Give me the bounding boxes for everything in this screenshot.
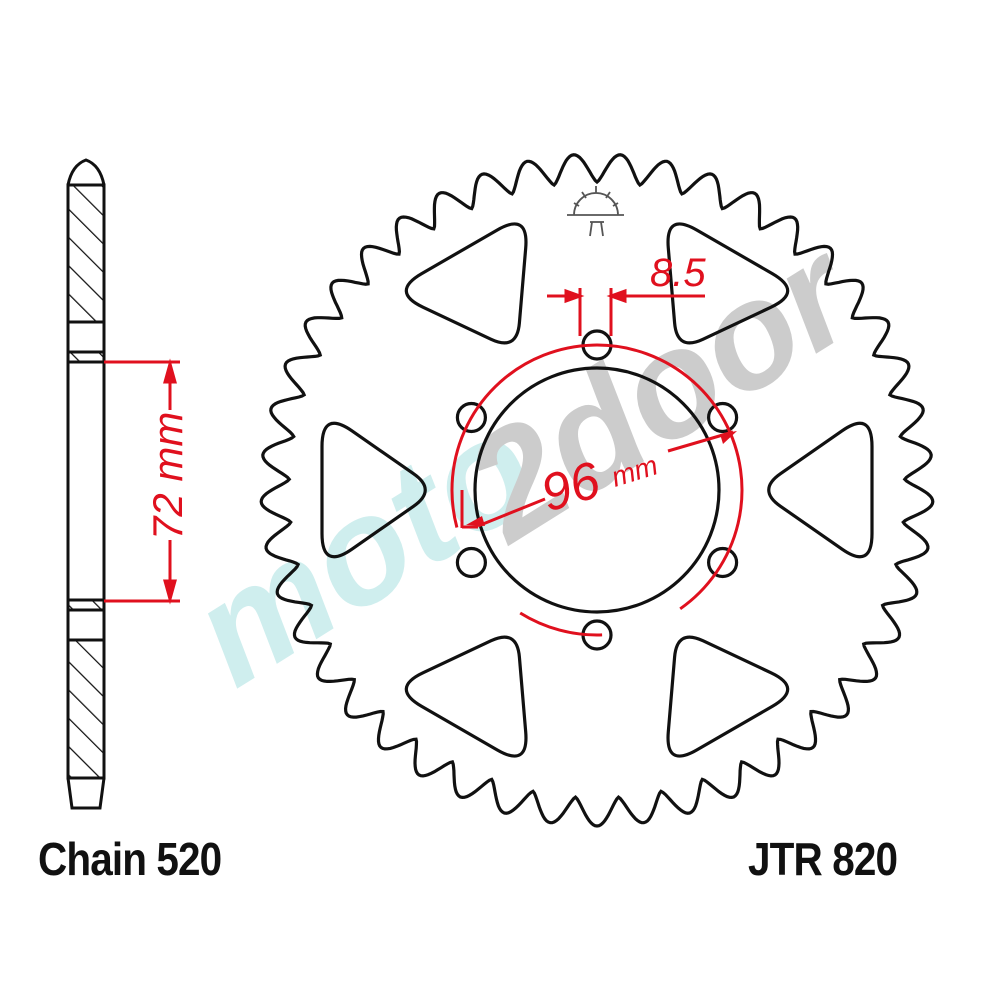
dimension-72mm-label: 72 mm (144, 412, 191, 540)
chain-size-label: Chain 520 (38, 833, 222, 885)
lightening-cutouts (320, 222, 874, 758)
sun-symbol-icon (567, 186, 624, 237)
sprocket-front-view (259, 153, 935, 828)
bolt-hole (455, 401, 487, 434)
lightening-cutout (767, 421, 874, 559)
bolt-hole (455, 546, 487, 579)
lightening-cutout (320, 421, 427, 559)
lightening-cutout (666, 635, 790, 758)
lightening-cutout (404, 222, 528, 345)
dimension-8-5-label: 8.5 (650, 251, 706, 295)
dimension-8-5 (547, 288, 705, 336)
side-profile (66, 158, 106, 810)
part-number-label: JTR 820 (748, 833, 898, 885)
lightening-cutout (404, 635, 528, 758)
pcd-arrows (466, 431, 737, 526)
bolt-hole (706, 546, 739, 579)
bolt-hole (706, 401, 739, 434)
sprocket-teeth-outline (259, 153, 935, 828)
center-bore (473, 366, 721, 614)
dimension-72mm (104, 358, 180, 605)
lightening-cutout (666, 222, 790, 345)
